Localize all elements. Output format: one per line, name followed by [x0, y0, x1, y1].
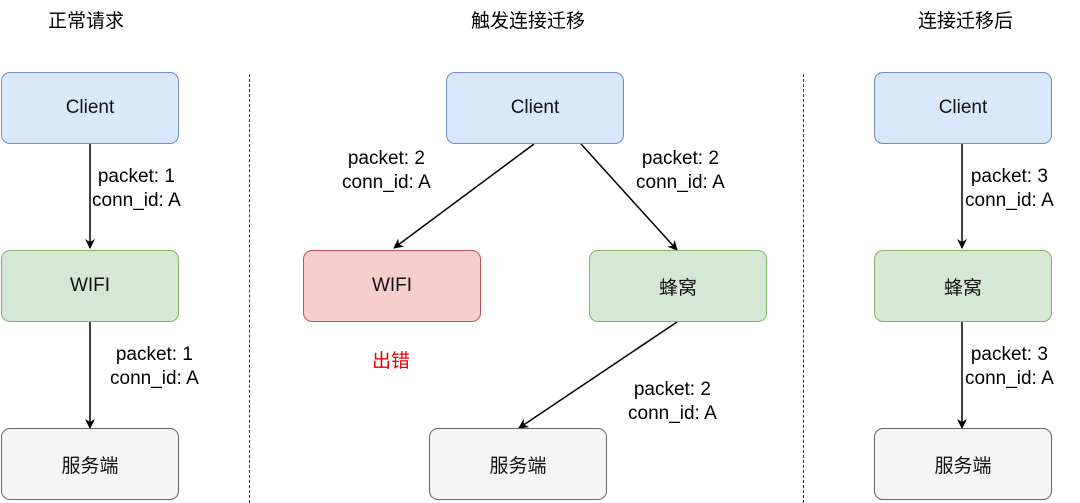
edge-packet-text: packet: 2 — [347, 148, 425, 169]
after-edge1-label: packet: 3 conn_id: A — [965, 165, 1054, 213]
trigger-server-node: 服务端 — [429, 428, 607, 500]
after-server-node: 服务端 — [874, 428, 1052, 500]
arrow-trigger-cellular-server — [518, 321, 678, 429]
after-client-node: Client — [874, 72, 1052, 144]
edge-packet-text: packet: 1 — [97, 166, 175, 187]
edge-conn-text: conn_id: A — [110, 368, 199, 389]
arrow-trigger-client-wifi — [393, 143, 535, 249]
edge-packet-text: packet: 2 — [633, 379, 711, 400]
normal-wifi-node: WIFI — [1, 250, 179, 322]
edge-conn-text: conn_id: A — [342, 172, 431, 193]
edge-packet-text: packet: 2 — [641, 148, 719, 169]
after-edge2-label: packet: 3 conn_id: A — [965, 343, 1054, 391]
divider-left — [249, 74, 250, 503]
divider-right — [803, 74, 804, 503]
trigger-edge-wifi-label: packet: 2 conn_id: A — [342, 147, 431, 195]
normal-server-node: 服务端 — [1, 428, 179, 500]
edge-packet-text: packet: 3 — [970, 166, 1048, 187]
trigger-client-node: Client — [446, 72, 624, 144]
trigger-edge-server-label: packet: 2 conn_id: A — [628, 378, 717, 426]
edge-packet-text: packet: 3 — [970, 344, 1048, 365]
edge-conn-text: conn_id: A — [965, 190, 1054, 211]
title-trigger-migration: 触发连接迁移 — [471, 11, 586, 32]
edge-conn-text: conn_id: A — [92, 190, 181, 211]
edge-conn-text: conn_id: A — [628, 403, 717, 424]
trigger-cellular-node: 蜂窝 — [589, 250, 767, 322]
edge-conn-text: conn_id: A — [965, 368, 1054, 389]
normal-edge2-label: packet: 1 conn_id: A — [110, 343, 199, 391]
title-after-migration: 连接迁移后 — [918, 11, 1014, 32]
title-normal-request: 正常请求 — [48, 11, 125, 32]
edge-conn-text: conn_id: A — [636, 172, 725, 193]
normal-edge1-label: packet: 1 conn_id: A — [92, 165, 181, 213]
error-label: 出错 — [372, 351, 411, 372]
arrow-trigger-client-cellular — [580, 143, 678, 251]
edge-packet-text: packet: 1 — [115, 344, 193, 365]
trigger-wifi-node: WIFI — [303, 250, 481, 322]
trigger-edge-cell-label: packet: 2 conn_id: A — [636, 147, 725, 195]
after-cellular-node: 蜂窝 — [874, 250, 1052, 322]
normal-client-node: Client — [1, 72, 179, 144]
